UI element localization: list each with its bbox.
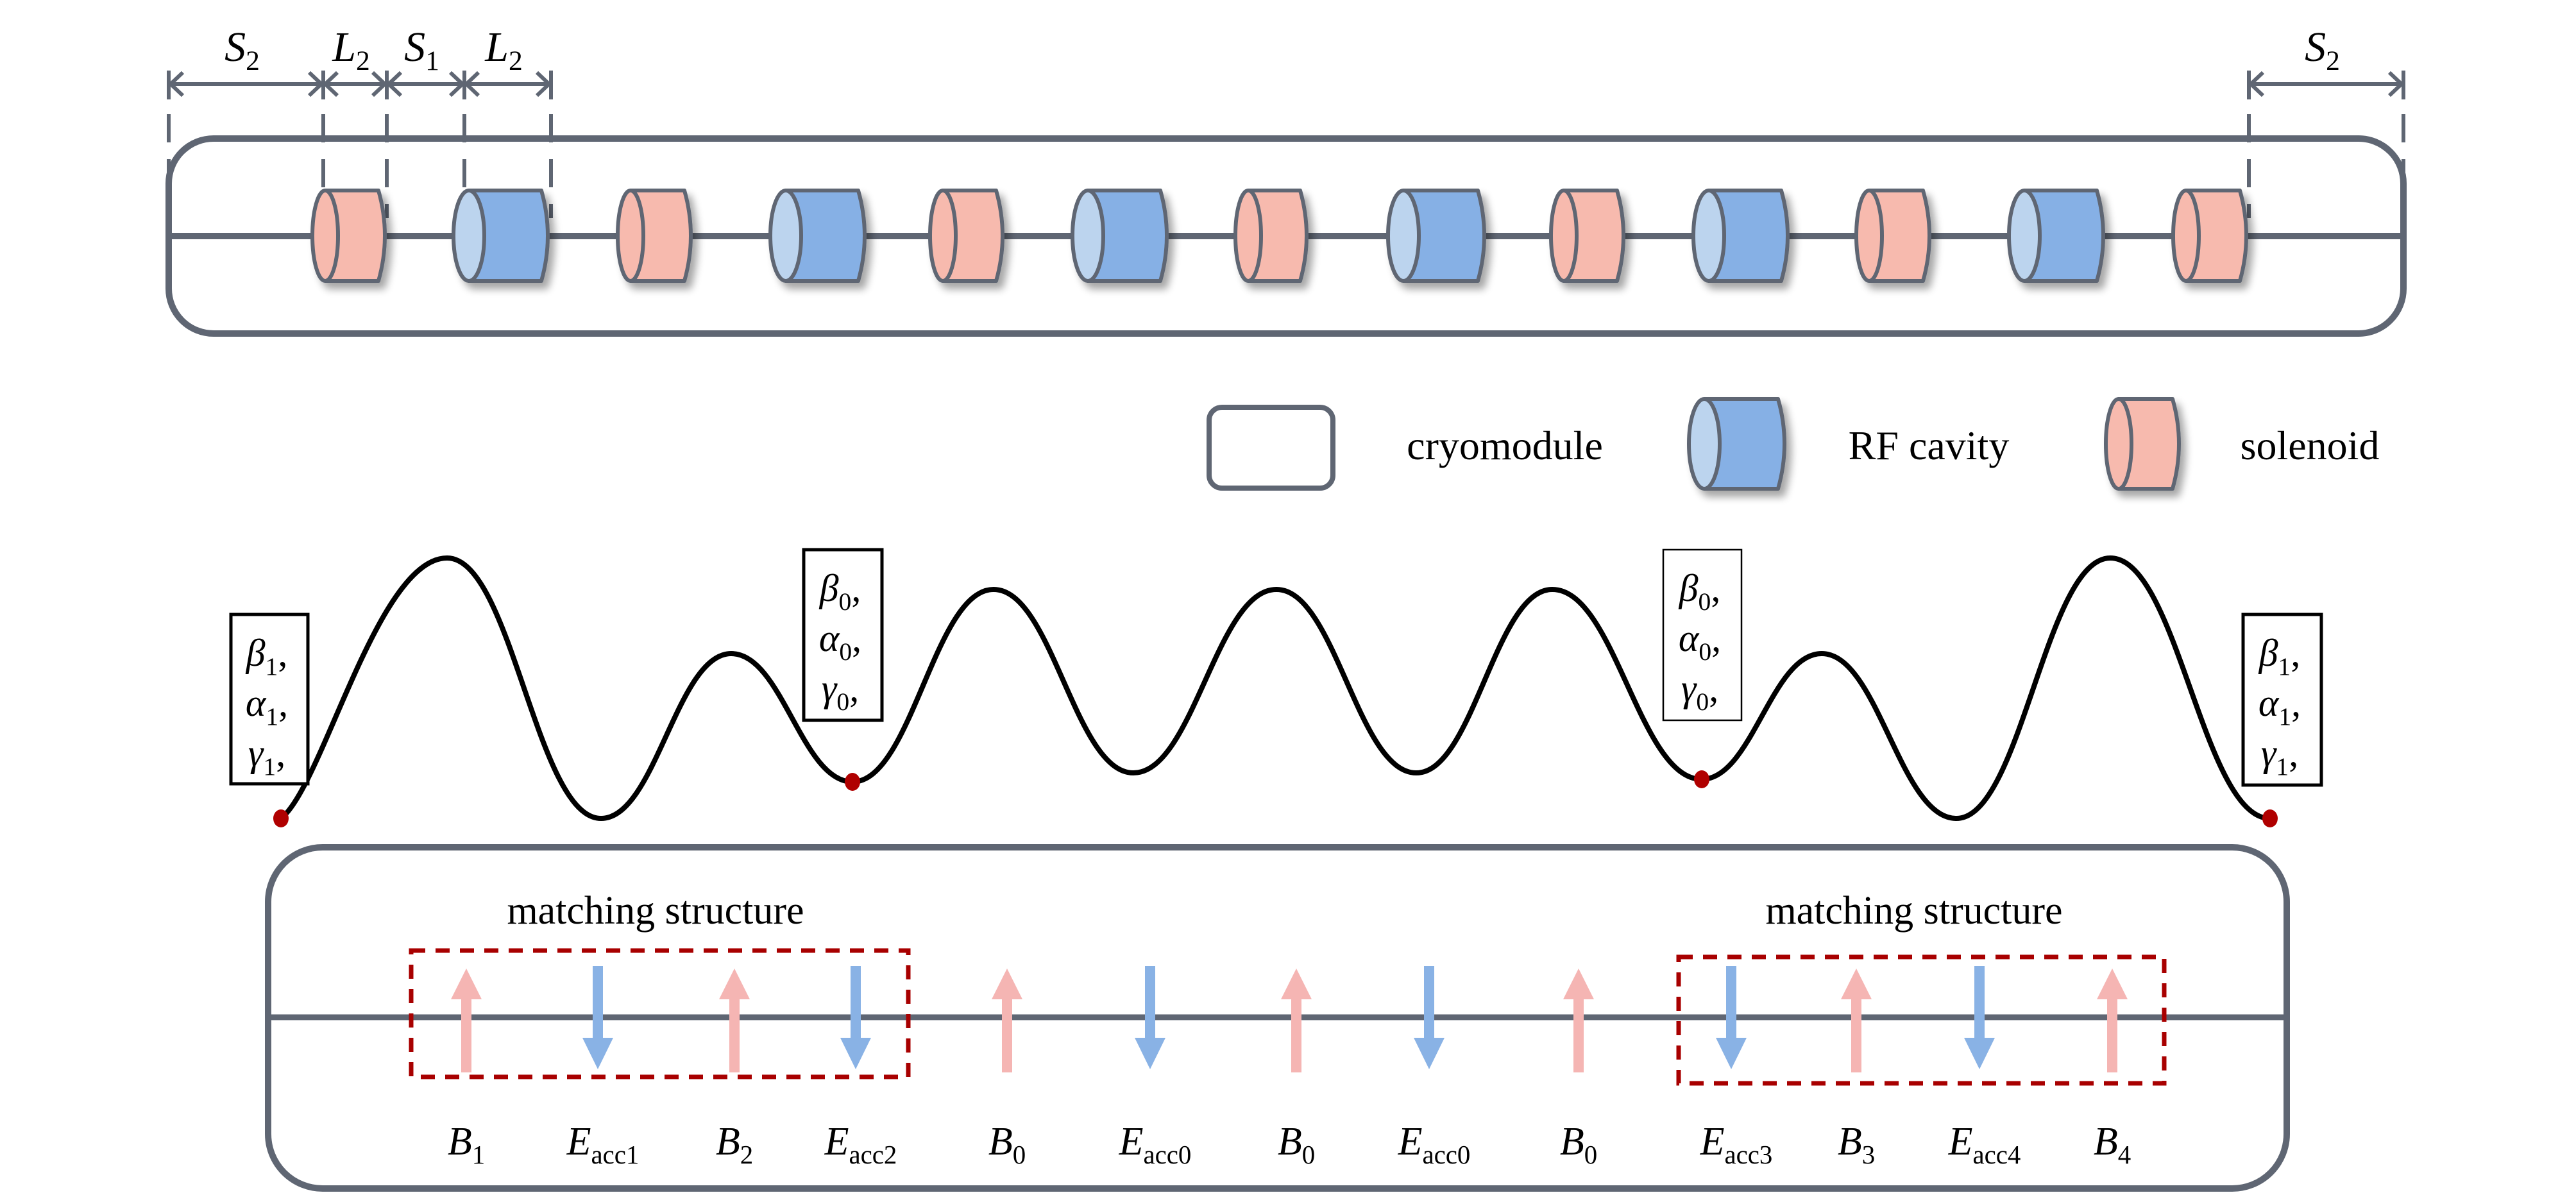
solenoid [1854,189,1931,283]
twiss-parameter: β1, [2258,632,2301,681]
magnetic-field-label: B3 [1838,1120,1875,1169]
magnetic-field-label: B1 [448,1120,485,1169]
beta-function-curve [278,555,2273,822]
dimension-arrow [463,71,552,97]
matching-structure-group: matching structure [1676,889,2167,1086]
matching-points [273,770,2278,827]
matching-structure-box [1676,954,2167,1086]
dimension-label: L2 [484,24,523,76]
magnetic-field-label: B2 [716,1120,753,1169]
legend: cryomodule RF cavity solenoid [1207,397,2380,491]
rf-cavity [768,189,867,283]
electric-field-label: Eacc4 [1948,1120,2021,1169]
dimension-arrow [2248,71,2405,97]
twiss-parameter-box: β1,α1,γ1, [2241,613,2323,787]
electric-field-label: Eacc0 [1119,1120,1192,1169]
electric-field-arrow [1716,966,1747,1069]
solenoid [1233,189,1309,283]
rf-cavity [2007,189,2105,283]
dimension-arrow [167,71,325,97]
solenoid-icon [2104,397,2181,491]
magnetic-field-arrow [451,969,482,1072]
twiss-parameter-box: β0,α0,γ0, [1662,548,1743,722]
magnetic-field-arrow [1281,969,1312,1072]
dimension-arrow [386,71,466,97]
legend-label: cryomodule [1407,423,1603,468]
electric-field-arrow [1414,966,1445,1069]
magnetic-field-arrow [719,969,750,1072]
top-cryomodule-section: S2 L2 S1 L2 S2 [165,24,2407,337]
solenoid [1549,189,1625,283]
twiss-parameter: β0, [1679,567,1721,616]
legend-label: RF cavity [1849,423,2010,468]
matching-point [2262,809,2278,827]
twiss-parameter: α1, [246,682,288,731]
electric-field-label: Eacc1 [566,1120,640,1169]
dimension-label: S2 [2305,24,2340,76]
matching-point [845,773,860,791]
dimension-label: L2 [332,24,370,76]
twiss-parameter: β1, [246,632,288,681]
matching-point [1694,770,1709,788]
dimension-label: S2 [225,24,260,76]
solenoid [2171,189,2248,283]
twiss-parameter: γ1, [248,732,285,781]
magnetic-field-label: B0 [1278,1120,1315,1169]
twiss-parameter: γ1, [2261,732,2298,781]
magnetic-field-label: B4 [2094,1120,2131,1169]
matching-structure-group: matching structure [409,889,911,1079]
top-components [310,189,2248,283]
magnetic-field-arrow [1563,969,1594,1072]
dimension-dashed-guides [167,114,2405,218]
legend-item: solenoid [2104,397,2380,491]
magnetic-field-label: B0 [988,1120,1026,1169]
electric-field-arrow [1964,966,1995,1069]
electric-field-label: Eacc2 [824,1120,897,1169]
matching-structure-label: matching structure [507,889,804,933]
legend-item: RF cavity [1687,397,2010,491]
matching-structure-groups: matching structure matching structure [409,889,2167,1086]
electric-field-arrow [1135,966,1165,1069]
magnetic-field-label: B0 [1560,1120,1597,1169]
electric-field-label: Eacc0 [1398,1120,1471,1169]
dimension-label: S1 [404,24,439,76]
dimension-arrow [322,71,388,97]
twiss-parameter: α0, [819,617,861,666]
twiss-parameter-box: β1,α1,γ1, [229,613,310,786]
matching-structure-box [409,948,911,1079]
rf-cavity-icon [1687,397,1786,491]
dimension-annotations: S2 L2 S1 L2 S2 [167,24,2405,99]
matching-structure-label: matching structure [1765,889,2062,933]
electric-field-arrow [840,966,871,1069]
cryomodule-icon [1207,405,1335,491]
legend-item: cryomodule [1207,405,1603,491]
solenoid [310,189,387,283]
solenoid [616,189,693,283]
field-labels: B1 Eacc1 B2 Eacc2 B0 Eacc0 B0 Eacc0 B0 Eacc3 B3 Eac… [448,1120,2131,1169]
legend-label: solenoid [2241,423,2380,468]
field-arrows [451,966,2128,1072]
rf-cavity [1071,189,1169,283]
solenoid [928,189,1004,283]
matching-point [273,809,289,827]
twiss-parameter: γ0, [822,667,859,716]
rf-cavity [452,189,550,283]
rf-cavity [1691,189,1790,283]
magnetic-field-arrow [1841,969,1872,1072]
magnetic-field-arrow [992,969,1022,1072]
twiss-parameter: α1, [2258,682,2301,731]
beta-function-section: β1,α1,γ1,β0,α0,γ0,β0,α0,γ0,β1,α1,γ1, [229,548,2323,827]
electric-field-label: Eacc3 [1700,1120,1773,1169]
twiss-parameter-box: β0,α0,γ0, [802,548,884,722]
twiss-parameter-boxes: β1,α1,γ1,β0,α0,γ0,β0,α0,γ0,β1,α1,γ1, [229,548,2323,787]
twiss-parameter: γ0, [1681,667,1718,716]
magnetic-field-arrow [2097,969,2128,1072]
electric-field-arrow [582,966,613,1069]
twiss-parameter: β0, [819,567,861,616]
rf-cavity [1386,189,1486,283]
bottom-cryomodule-section: matching structure matching structure B1 E… [265,844,2290,1192]
twiss-parameter: α0, [1679,617,1721,666]
